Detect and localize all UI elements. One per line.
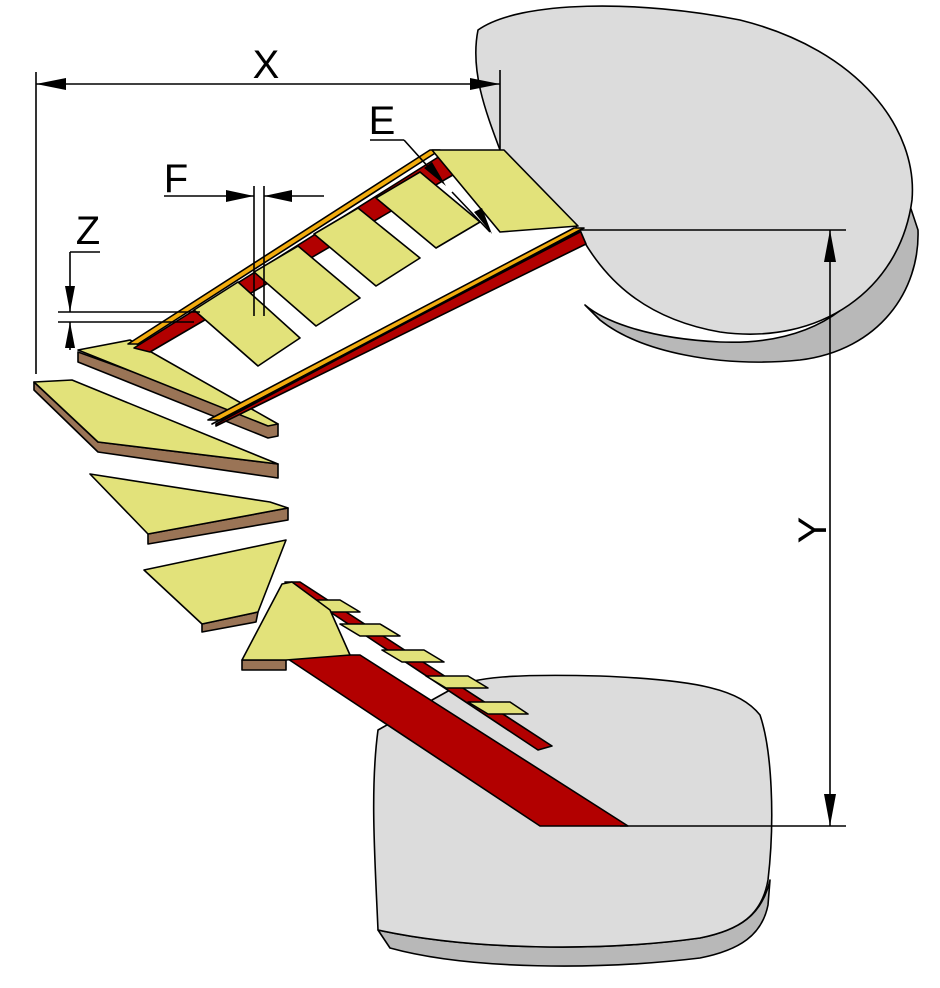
- dimension-z-arrow-bottom: [65, 322, 75, 348]
- upper-tread: [253, 245, 361, 327]
- dimension-e-line-b: [451, 191, 491, 233]
- dimension-y-arrow-bottom: [824, 794, 836, 826]
- dimension-y-arrow-top: [824, 230, 836, 262]
- winder-tread-edge: [241, 659, 287, 671]
- dimension-y-label: Y: [791, 517, 835, 544]
- upper-landing-side: [584, 199, 919, 363]
- lower-tread: [467, 701, 529, 715]
- upper-front-stringer-highlight: [207, 227, 585, 421]
- dimension-y: Y: [580, 229, 846, 827]
- lower-tread: [381, 649, 445, 663]
- lower-tread: [425, 675, 489, 689]
- dimension-x: X: [35, 43, 501, 374]
- dimension-z-arrow-top: [65, 286, 75, 312]
- lower-tread: [339, 623, 401, 637]
- dimension-f-arrow-left: [226, 190, 254, 202]
- winder-tread: [77, 339, 279, 427]
- upper-flight: [127, 149, 587, 427]
- upper-front-stringer-body: [211, 231, 581, 425]
- winder-treads: [33, 339, 351, 671]
- winder-tread: [143, 539, 287, 625]
- winder-tread: [241, 581, 351, 661]
- dimension-z-label: Z: [76, 209, 100, 253]
- dimension-x-arrow-left: [36, 78, 66, 90]
- winder-tread: [89, 473, 289, 535]
- dimension-f: F: [164, 157, 324, 316]
- dimension-e-arrow-b: [474, 208, 492, 234]
- dimension-e: E: [369, 99, 492, 234]
- dimension-x-arrow-right: [470, 78, 500, 90]
- dimension-z: Z: [58, 209, 200, 350]
- upper-tread: [313, 207, 421, 287]
- upper-riser-gap: [206, 360, 262, 378]
- upper-tread: [193, 281, 301, 367]
- dimension-e-arrow-a: [424, 162, 446, 186]
- dimension-x-label: X: [253, 43, 280, 87]
- upper-landing-top: [475, 5, 914, 335]
- dimension-e-label: E: [369, 99, 396, 143]
- dimension-f-arrow-right: [264, 190, 292, 202]
- lower-flight: [281, 581, 629, 827]
- dimension-f-label: F: [164, 157, 188, 201]
- winder-tread: [33, 379, 279, 465]
- upper-top-tread: [431, 149, 579, 233]
- upper-landing: [475, 5, 919, 363]
